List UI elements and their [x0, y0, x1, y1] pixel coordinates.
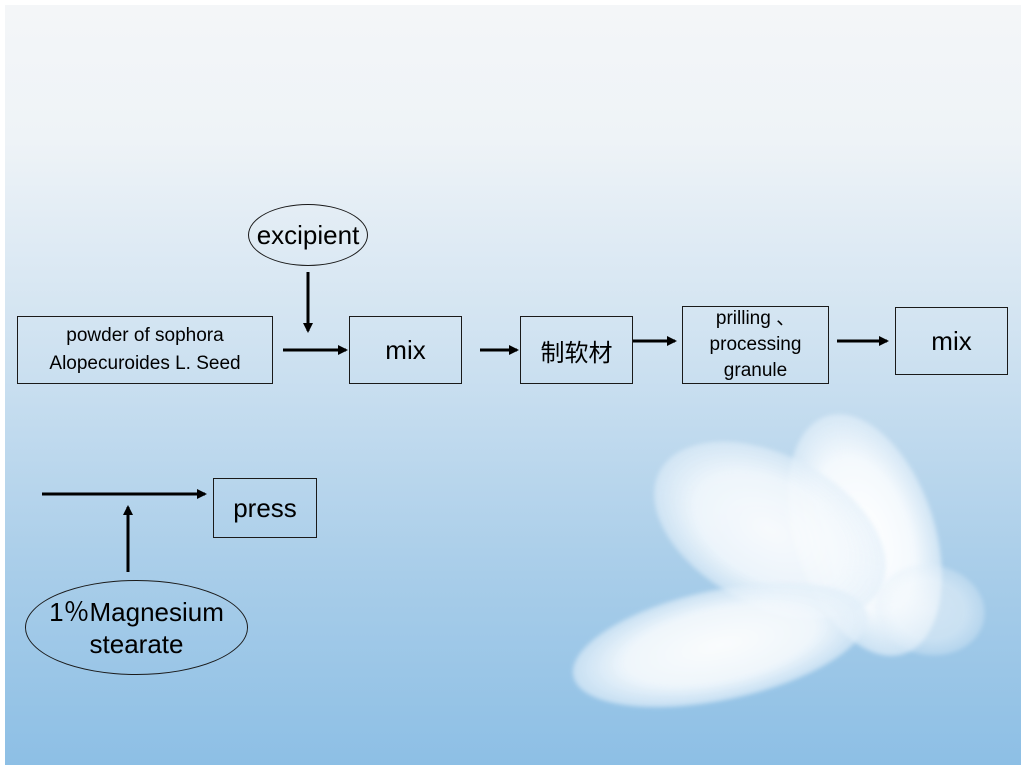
excipient-label: excipient: [256, 219, 360, 250]
soft-material-node: 制软材: [520, 316, 633, 384]
magnesium-stearate-node: 1％Magnesium stearate: [25, 580, 248, 675]
mix-label-1: mix: [385, 334, 426, 365]
prilling-label-line-3: granule: [723, 360, 788, 381]
mix-node-2: mix: [895, 307, 1008, 375]
powder-label-line-2: Alopecuroides L. Seed: [49, 353, 241, 374]
magnesium-label-line-2: stearate: [89, 628, 184, 659]
excipient-node: excipient: [248, 204, 368, 266]
magnesium-label-line-1: 1％Magnesium: [49, 596, 224, 627]
powder-node: powder of sophora Alopecuroides L. Seed: [17, 316, 273, 384]
prilling-node: prilling 、 processing granule: [682, 306, 829, 384]
prilling-label-line-2: processing: [709, 334, 802, 355]
press-node: press: [213, 478, 317, 538]
mix-label-2: mix: [931, 325, 972, 356]
press-label: press: [233, 492, 297, 523]
prilling-label-line-1: prilling 、: [715, 308, 796, 329]
powder-label-line-1: powder of sophora: [66, 325, 224, 346]
soft-material-label: 制软材: [540, 338, 613, 367]
mix-node-1: mix: [349, 316, 462, 384]
